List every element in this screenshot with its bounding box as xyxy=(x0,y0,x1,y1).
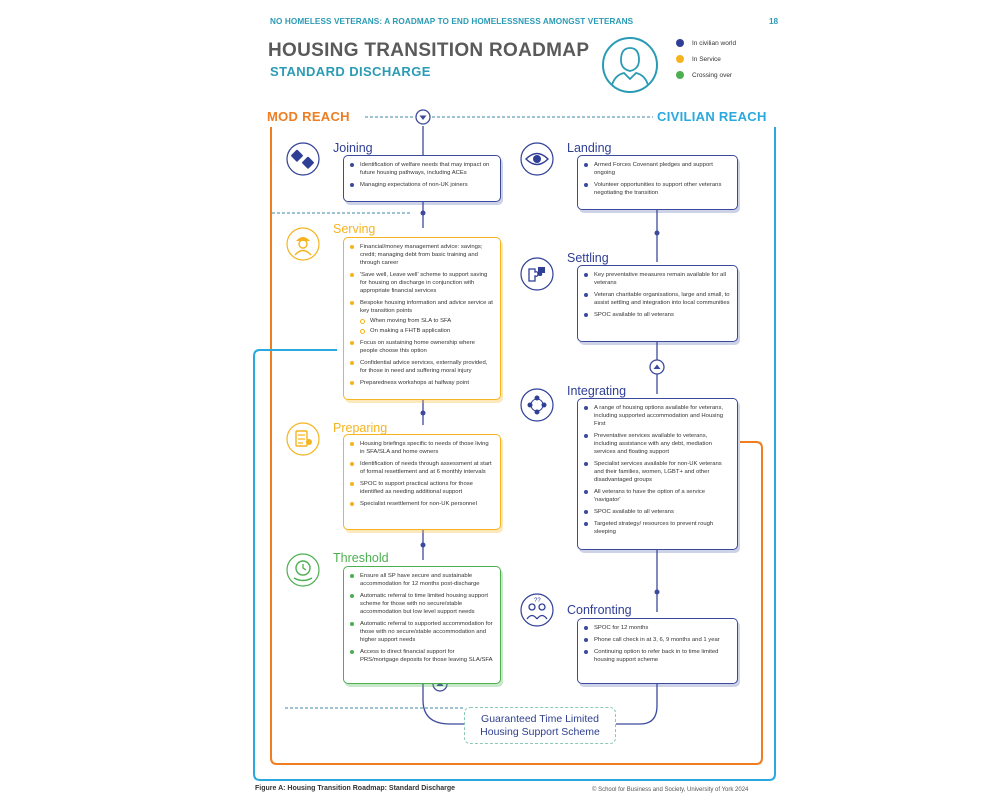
list-item: SPOC available to all veterans xyxy=(584,311,731,319)
confronting-box: SPOC for 12 months Phone call check in a… xyxy=(577,618,738,684)
list-item: Managing expectations of non-UK joiners xyxy=(350,181,494,189)
civilian-reach-label: CIVILIAN REACH xyxy=(657,109,767,124)
legend-item-service: In Service xyxy=(676,55,736,63)
list-item: Continuing option to refer back in to ti… xyxy=(584,648,731,664)
figure-caption: Figure A: Housing Transition Roadmap: St… xyxy=(255,785,456,792)
list-item: Automatic referral to time limited housi… xyxy=(350,592,494,616)
list-item: SPOC available to all veterans xyxy=(584,508,731,516)
svg-text:??: ?? xyxy=(534,598,541,604)
list-subitem: When moving from SLA to SFA xyxy=(350,317,494,325)
threshold-title: Threshold xyxy=(333,551,389,565)
integrating-box: A range of housing options available for… xyxy=(577,398,738,550)
joining-box: Identification of welfare needs that may… xyxy=(343,155,501,202)
preparing-title: Preparing xyxy=(333,421,388,435)
serving-box: Financial/money management advice: savin… xyxy=(343,237,501,400)
list-item: Volunteer opportunities to support other… xyxy=(584,181,731,197)
list-item: All veterans to have the option of a ser… xyxy=(584,488,731,504)
community-icon xyxy=(520,388,554,422)
people-question-icon: ?? xyxy=(520,593,554,627)
list-item: Housing briefings specific to needs of t… xyxy=(350,440,494,456)
page-subtitle: STANDARD DISCHARGE xyxy=(270,64,431,79)
list-item: Focus on sustaining home ownership where… xyxy=(350,339,494,355)
list-item: Ensure all SP have secure and sustainabl… xyxy=(350,572,494,588)
legend-item-crossing: Crossing over xyxy=(676,71,736,79)
guaranteed-line-2: Housing Support Scheme xyxy=(480,725,600,738)
landing-title: Landing xyxy=(567,141,612,155)
copyright: © School for Business and Society, Unive… xyxy=(592,787,749,793)
settling-box: Key preventative measures remain availab… xyxy=(577,265,738,342)
guaranteed-line-1: Guaranteed Time Limited xyxy=(481,712,599,725)
joining-title: Joining xyxy=(333,141,373,155)
handshake-icon xyxy=(286,142,320,176)
list-item: Access to direct financial support for P… xyxy=(350,648,494,664)
eye-icon xyxy=(520,142,554,176)
list-subitem: On making a FHTB application xyxy=(350,327,494,335)
legend-item-civilian: In civilian world xyxy=(676,39,736,47)
puzzle-icon xyxy=(520,257,554,291)
preparing-box: Housing briefings specific to needs of t… xyxy=(343,434,501,530)
list-item: Specialist services available for non-UK… xyxy=(584,460,731,484)
list-item: Automatic referral to supported accommod… xyxy=(350,620,494,644)
serving-title: Serving xyxy=(333,222,376,236)
guaranteed-scheme-box: Guaranteed Time Limited Housing Support … xyxy=(464,707,616,744)
list-item: Armed Forces Covenant pledges and suppor… xyxy=(584,161,731,177)
list-item: Key preventative measures remain availab… xyxy=(584,271,731,287)
page-title: HOUSING TRANSITION ROADMAP xyxy=(268,40,590,61)
list-item: 'Save well, Leave well' scheme to suppor… xyxy=(350,271,494,295)
list-item: Specialist resettlement for non-UK perso… xyxy=(350,500,494,508)
list-item: Financial/money management advice: savin… xyxy=(350,243,494,267)
list-item: Preparedness workshops at halfway point xyxy=(350,379,494,387)
list-item: SPOC to support practical actions for th… xyxy=(350,480,494,496)
list-item: Bespoke housing information and advice s… xyxy=(350,299,494,315)
running-header: NO HOMELESS VETERANS: A ROADMAP TO END H… xyxy=(270,17,634,26)
settling-title: Settling xyxy=(567,251,609,265)
confronting-title: Confronting xyxy=(567,603,632,617)
mod-reach-label: MOD REACH xyxy=(267,109,350,124)
integrating-title: Integrating xyxy=(567,384,627,398)
person-icon xyxy=(602,37,658,93)
soldier-icon xyxy=(286,227,320,261)
list-item: Targeted strategy/ resources to prevent … xyxy=(584,520,731,536)
list-item: Phone call check in at 3, 6, 9 months an… xyxy=(584,636,731,644)
clock-icon xyxy=(286,553,320,587)
list-item: Identification of welfare needs that may… xyxy=(350,161,494,177)
legend: In civilian world In Service Crossing ov… xyxy=(676,39,736,79)
checklist-icon xyxy=(286,422,320,456)
threshold-box: Ensure all SP have secure and sustainabl… xyxy=(343,566,501,684)
list-item: Confidential advice services, externally… xyxy=(350,359,494,375)
list-item: A range of housing options available for… xyxy=(584,404,731,428)
list-item: Identification of needs through assessme… xyxy=(350,460,494,476)
list-item: Veteran charitable organisations, large … xyxy=(584,291,731,307)
landing-box: Armed Forces Covenant pledges and suppor… xyxy=(577,155,738,210)
page-number: 18 xyxy=(769,17,779,26)
list-item: Preventative services available to veter… xyxy=(584,432,731,456)
list-item: SPOC for 12 months xyxy=(584,624,731,632)
